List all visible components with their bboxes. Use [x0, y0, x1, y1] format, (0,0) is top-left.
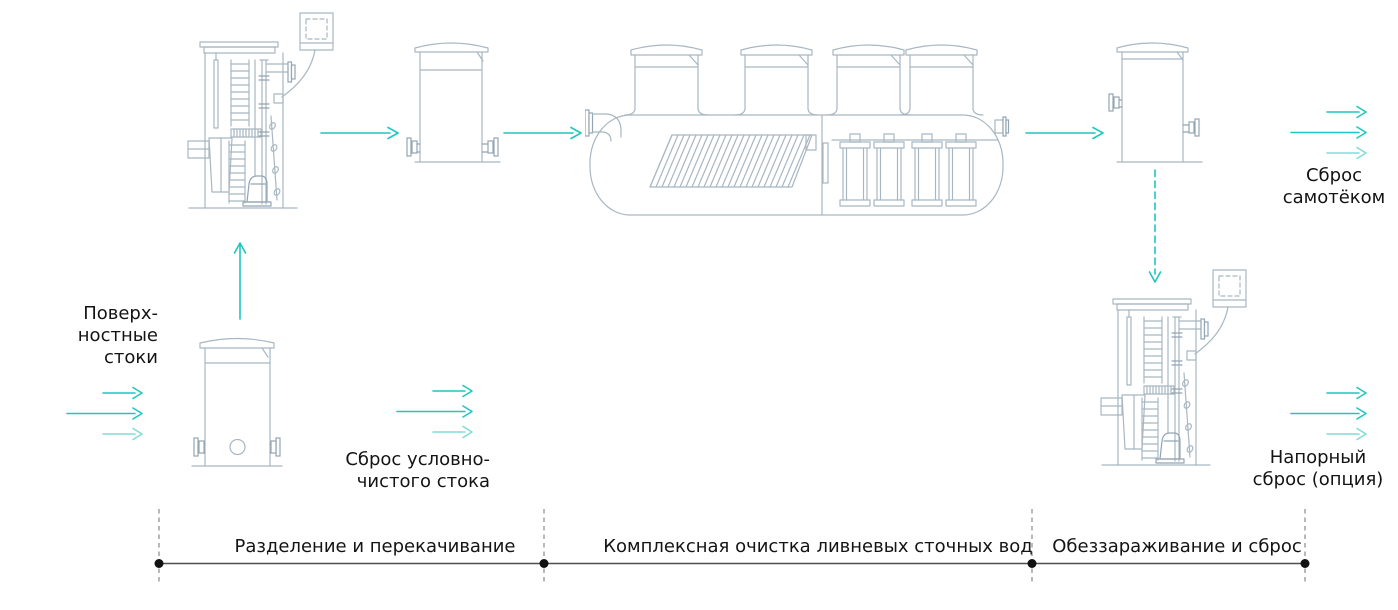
pump-station-icon — [1100, 269, 1247, 466]
gravity-discharge-label: Сброс самотёком — [1282, 165, 1386, 208]
submersible-pump-icon — [242, 175, 272, 207]
filter-cartridges-icon — [822, 133, 999, 207]
timeline-dot — [154, 559, 164, 568]
riser-icon — [899, 44, 984, 116]
timeline-dot — [1300, 559, 1310, 568]
stage-label-disinfection: Обеззараживание и сброс — [1052, 536, 1302, 557]
pressure-discharge-label: Напорный сброс (опция) — [1252, 447, 1384, 490]
pressure-discharge-arrows-icon — [1290, 386, 1367, 441]
clean-discharge-label: Сброс условно- чистого стока — [345, 449, 490, 492]
pump-station-icon — [187, 12, 334, 209]
inflow-arrows-icon — [66, 386, 143, 441]
averaging-tank-icon — [406, 42, 501, 163]
ladder-icon — [228, 59, 262, 204]
tank-nozzle-icon — [1108, 93, 1200, 137]
flow-arrow-icon — [503, 126, 582, 140]
stage-label-treatment: Комплексная очистка ливневых сточных вод — [603, 536, 1033, 557]
process-timeline — [154, 509, 1310, 582]
timeline-dot — [539, 559, 549, 568]
disinfection-tank-icon — [1108, 42, 1203, 163]
dashed-down-arrow-icon — [1148, 169, 1162, 283]
stage-label-separation: Разделение и перекачивание — [234, 536, 516, 557]
flow-arrow-icon — [320, 126, 399, 140]
control-panel-icon — [273, 12, 334, 104]
lamella-block-icon — [649, 134, 817, 188]
outlet-nozzle-icon — [994, 116, 1010, 137]
ladder-icon — [1141, 316, 1175, 461]
surface-runoff-label: Поверх- ностные стоки — [77, 303, 158, 368]
timeline-dot — [1027, 559, 1037, 568]
submersible-pump-icon — [1155, 432, 1185, 464]
tank-nozzle-icon — [193, 437, 281, 457]
treatment-unit-icon — [585, 44, 1010, 216]
riser-icon — [624, 44, 709, 116]
riser-icon — [826, 44, 911, 116]
control-panel-icon — [1186, 269, 1247, 361]
gravity-discharge-arrows-icon — [1290, 105, 1367, 160]
up-arrow-icon — [233, 242, 247, 320]
inlet-elbow-icon — [585, 109, 622, 142]
tank-nozzle-icon — [406, 137, 499, 157]
collection-tank-icon — [191, 337, 283, 467]
trash-basket-icon — [1100, 309, 1146, 450]
trash-basket-icon — [187, 52, 233, 193]
discharge-pipe-icon — [254, 59, 296, 205]
clean-discharge-arrows-icon — [396, 384, 473, 439]
riser-icon — [734, 44, 819, 116]
flow-arrow-icon — [1025, 126, 1104, 140]
discharge-pipe-icon — [1167, 316, 1209, 462]
